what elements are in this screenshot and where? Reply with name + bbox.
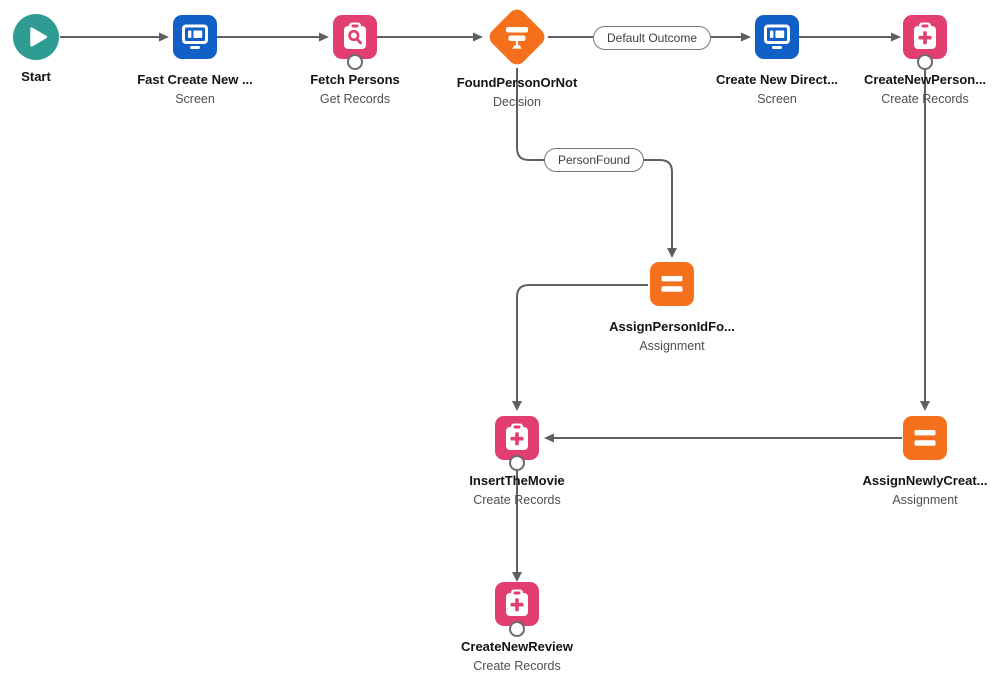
outcome-pill-default-outcome[interactable]: Default Outcome (592, 26, 712, 50)
arrowhead-icon (512, 572, 522, 582)
node-type-label: Create Records (473, 659, 561, 674)
arrowhead-icon (319, 32, 329, 42)
node-type-label: Decision (493, 95, 541, 110)
node-type-label: Assignment (892, 493, 958, 508)
outcome-pill-person-found[interactable]: PersonFound (543, 148, 645, 172)
arrowhead-icon (667, 248, 677, 258)
create-records-icon[interactable] (495, 416, 539, 460)
connector-assignperson-to-insert (516, 284, 648, 401)
node-label: CreateNewReview (461, 639, 573, 654)
node-label: InsertTheMovie (469, 473, 565, 488)
create-records-icon[interactable] (495, 582, 539, 626)
node-label: CreateNewPerson... (863, 72, 987, 87)
node-type-label: Assignment (639, 339, 705, 354)
arrowhead-icon (544, 433, 554, 443)
fault-connector-port[interactable] (347, 54, 363, 70)
create-records-icon[interactable] (903, 15, 947, 59)
flow-node-create-new-direct[interactable]: Create New Direct... Screen (692, 14, 862, 108)
flow-node-found-person-or-not[interactable]: FoundPersonOrNot Decision (432, 5, 602, 111)
arrowhead-icon (891, 32, 901, 42)
node-type-label: Screen (757, 92, 797, 107)
flow-node-start[interactable]: Start (0, 14, 121, 85)
decision-icon[interactable] (485, 5, 549, 69)
fault-connector-port[interactable] (917, 54, 933, 70)
assignment-icon[interactable] (903, 416, 947, 460)
screen-icon[interactable] (173, 15, 217, 59)
flow-node-assign-newly-created[interactable]: AssignNewlyCreat... Assignment (840, 415, 1000, 509)
node-label: AssignNewlyCreat... (862, 473, 988, 488)
arrowhead-icon (741, 32, 751, 42)
node-label: Fast Create New ... (137, 72, 253, 87)
node-type-label: Get Records (319, 92, 391, 107)
arrowhead-icon (159, 32, 169, 42)
flow-node-create-new-review[interactable]: CreateNewReview Create Records (432, 581, 602, 675)
arrowhead-icon (920, 401, 930, 411)
flow-node-create-new-person[interactable]: CreateNewPerson... Create Records (840, 14, 1000, 108)
start-play-icon[interactable] (13, 14, 59, 60)
fault-connector-port[interactable] (509, 455, 525, 471)
node-type-label: Create Records (881, 92, 969, 107)
node-label: Create New Direct... (715, 72, 839, 87)
get-records-icon[interactable] (333, 15, 377, 59)
arrowhead-icon (473, 32, 483, 42)
node-label: FoundPersonOrNot (456, 75, 578, 90)
flow-node-assign-person-id[interactable]: AssignPersonIdFo... Assignment (587, 261, 757, 355)
flow-node-insert-the-movie[interactable]: InsertTheMovie Create Records (432, 415, 602, 509)
screen-icon[interactable] (755, 15, 799, 59)
flow-node-fast-create-new[interactable]: Fast Create New ... Screen (110, 14, 280, 108)
flow-node-fetch-persons[interactable]: Fetch Persons Get Records (270, 14, 440, 108)
assignment-icon[interactable] (650, 262, 694, 306)
node-label: Fetch Persons (310, 72, 400, 87)
fault-connector-port[interactable] (509, 621, 525, 637)
node-label: AssignPersonIdFo... (609, 319, 735, 334)
node-type-label: Create Records (473, 493, 561, 508)
arrowhead-icon (512, 401, 522, 411)
node-type-label: Screen (175, 92, 215, 107)
node-label: Start (21, 69, 51, 84)
